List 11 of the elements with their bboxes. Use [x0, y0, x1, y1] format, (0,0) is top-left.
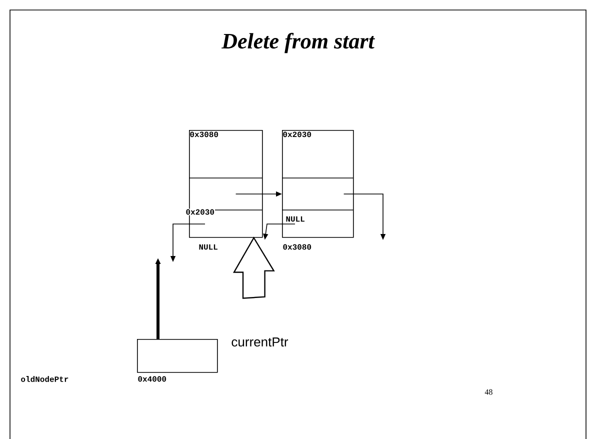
null-label: NULL: [285, 216, 306, 222]
pointer-label: oldNodePtr: [20, 376, 70, 382]
pointer-box: [137, 339, 218, 373]
pointer-name: currentPtr: [232, 337, 288, 347]
block-arrow: [232, 236, 275, 299]
page-number: 48: [484, 388, 494, 396]
address-label: NULL: [199, 244, 218, 250]
title: Delete from start: [221, 32, 375, 54]
address-label: 0x2030: [185, 208, 215, 216]
address-label: 0x4000: [138, 376, 166, 382]
address-label: 0x3080: [283, 244, 312, 250]
